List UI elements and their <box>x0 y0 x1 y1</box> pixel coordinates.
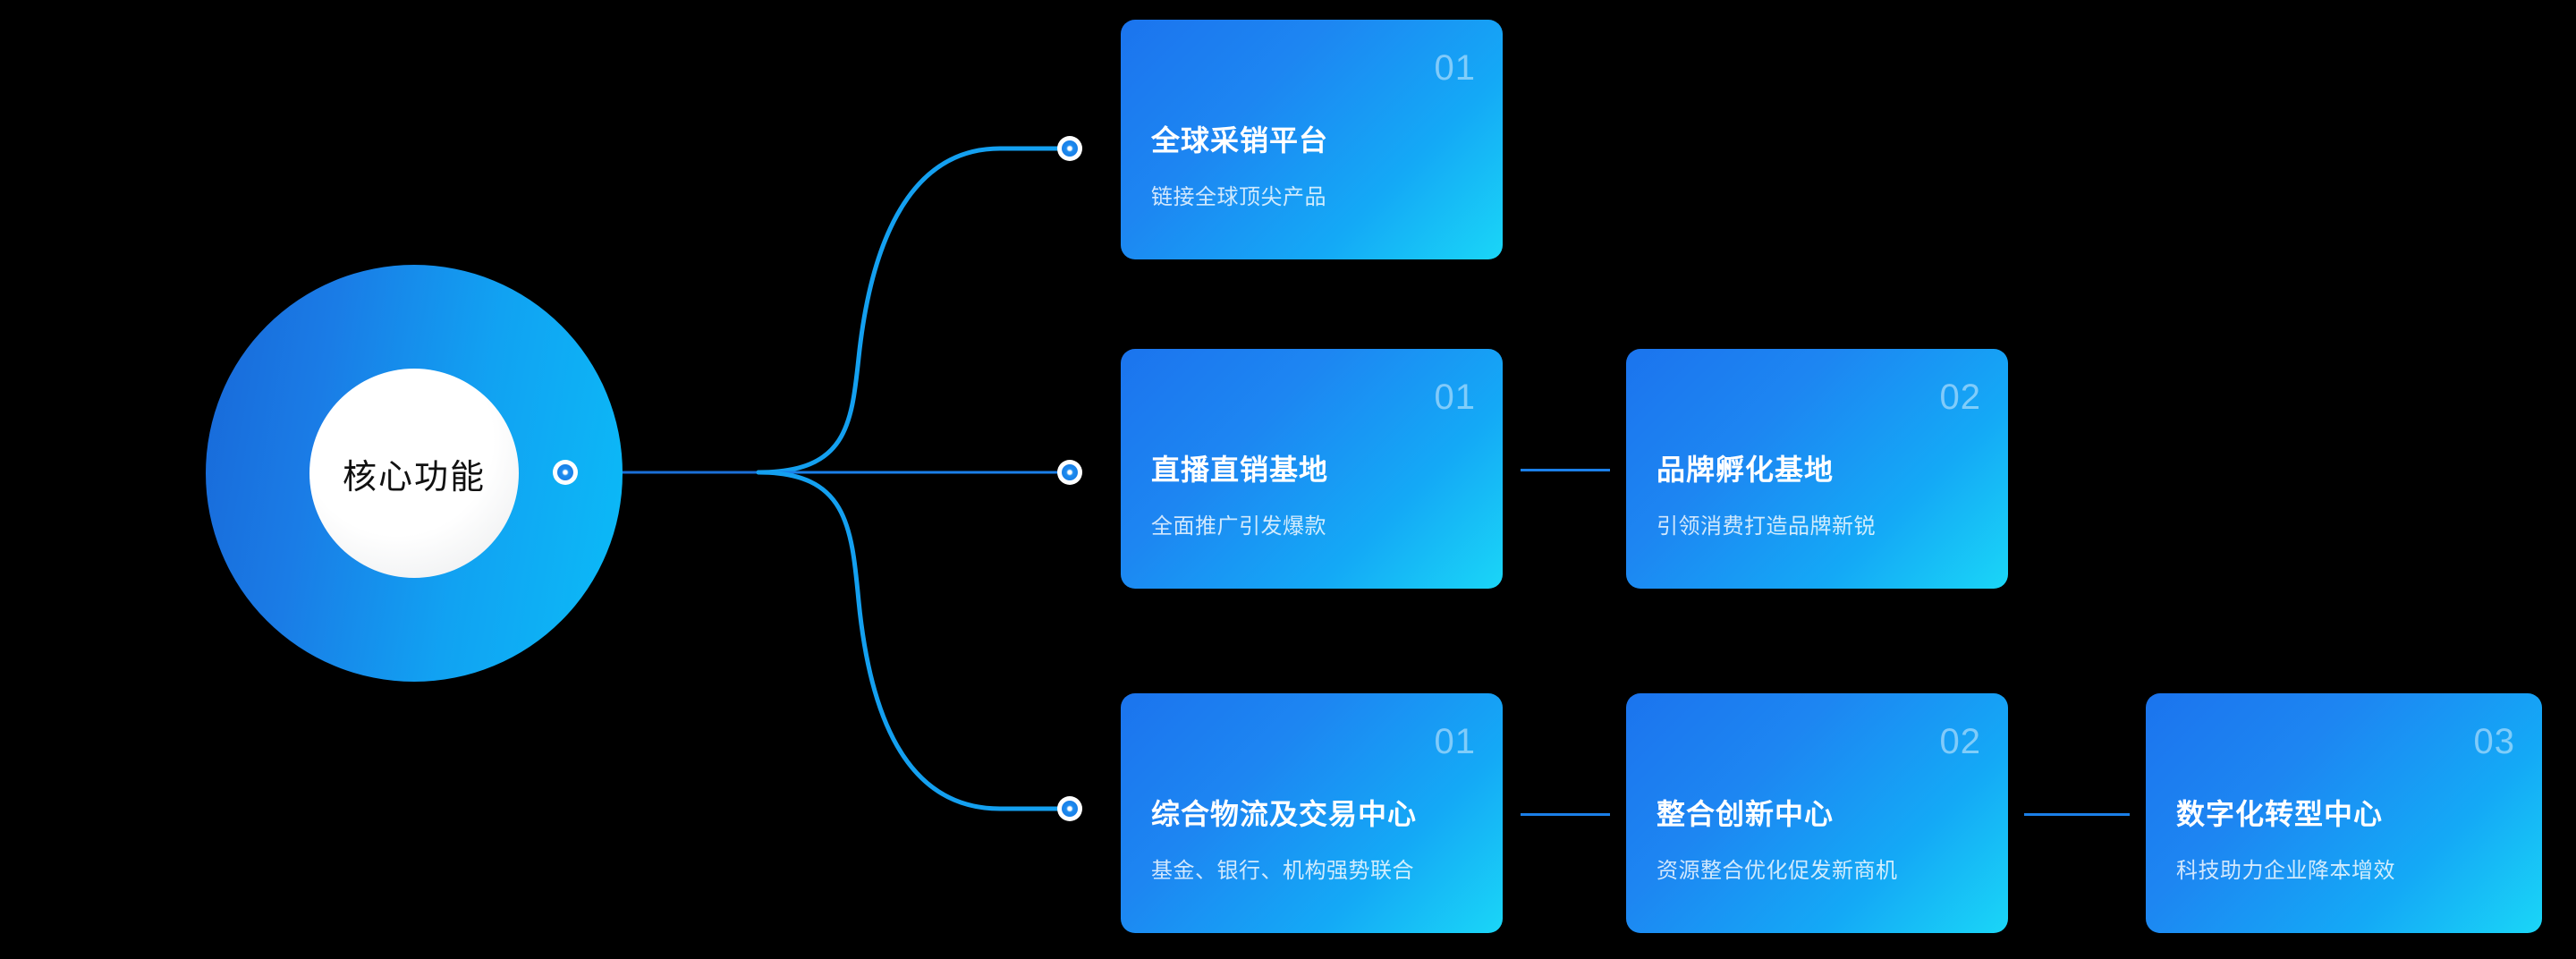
card-number: 01 <box>1434 48 1476 88</box>
hub-label: 核心功能 <box>342 458 486 496</box>
branch-line-1 <box>756 146 1072 475</box>
sibling-link-row3-b <box>2024 813 2130 816</box>
sibling-link-row2 <box>1521 469 1610 471</box>
hub-core[interactable]: 核心功能 <box>309 369 519 578</box>
branch-line-3 <box>756 470 1072 811</box>
card-title: 整合创新中心 <box>1657 798 1835 830</box>
hub-connector-dot[interactable] <box>553 460 578 485</box>
branch-3-connector-dot[interactable] <box>1057 796 1082 821</box>
card-integration-innovation-center[interactable]: 02 整合创新中心 资源整合优化促发新商机 <box>1626 693 2008 933</box>
card-logistics-trading-center[interactable]: 01 综合物流及交易中心 基金、银行、机构强势联合 <box>1121 693 1503 933</box>
dot-core-icon <box>1062 140 1078 157</box>
card-number: 02 <box>1939 722 1981 761</box>
sibling-link-row3-a <box>1521 813 1610 816</box>
card-number: 01 <box>1434 378 1476 417</box>
card-number: 01 <box>1434 722 1476 761</box>
card-title: 综合物流及交易中心 <box>1151 798 1418 830</box>
dot-core-icon <box>1062 464 1078 480</box>
card-live-streaming-base[interactable]: 01 直播直销基地 全面推广引发爆款 <box>1121 349 1503 589</box>
card-subtitle: 引领消费打造品牌新锐 <box>1657 514 1876 539</box>
dot-core-icon <box>1062 801 1078 817</box>
card-digital-transformation-center[interactable]: 03 数字化转型中心 科技助力企业降本增效 <box>2146 693 2542 933</box>
dot-core-icon <box>557 464 573 480</box>
card-subtitle: 资源整合优化促发新商机 <box>1657 859 1898 883</box>
card-title: 数字化转型中心 <box>2176 798 2384 830</box>
card-title: 全球采销平台 <box>1151 124 1329 157</box>
card-subtitle: 基金、银行、机构强势联合 <box>1151 859 1414 883</box>
card-title: 品牌孵化基地 <box>1657 454 1835 486</box>
card-subtitle: 链接全球顶尖产品 <box>1151 185 1326 209</box>
card-global-sourcing-platform[interactable]: 01 全球采销平台 链接全球顶尖产品 <box>1121 20 1503 259</box>
branch-1-connector-dot[interactable] <box>1057 136 1082 161</box>
card-number: 02 <box>1939 378 1981 417</box>
branch-2-connector-dot[interactable] <box>1057 460 1082 485</box>
card-number: 03 <box>2473 722 2515 761</box>
card-subtitle: 全面推广引发爆款 <box>1151 514 1326 539</box>
card-brand-incubation-base[interactable]: 02 品牌孵化基地 引领消费打造品牌新锐 <box>1626 349 2008 589</box>
card-title: 直播直销基地 <box>1151 454 1329 486</box>
card-subtitle: 科技助力企业降本增效 <box>2176 859 2395 883</box>
